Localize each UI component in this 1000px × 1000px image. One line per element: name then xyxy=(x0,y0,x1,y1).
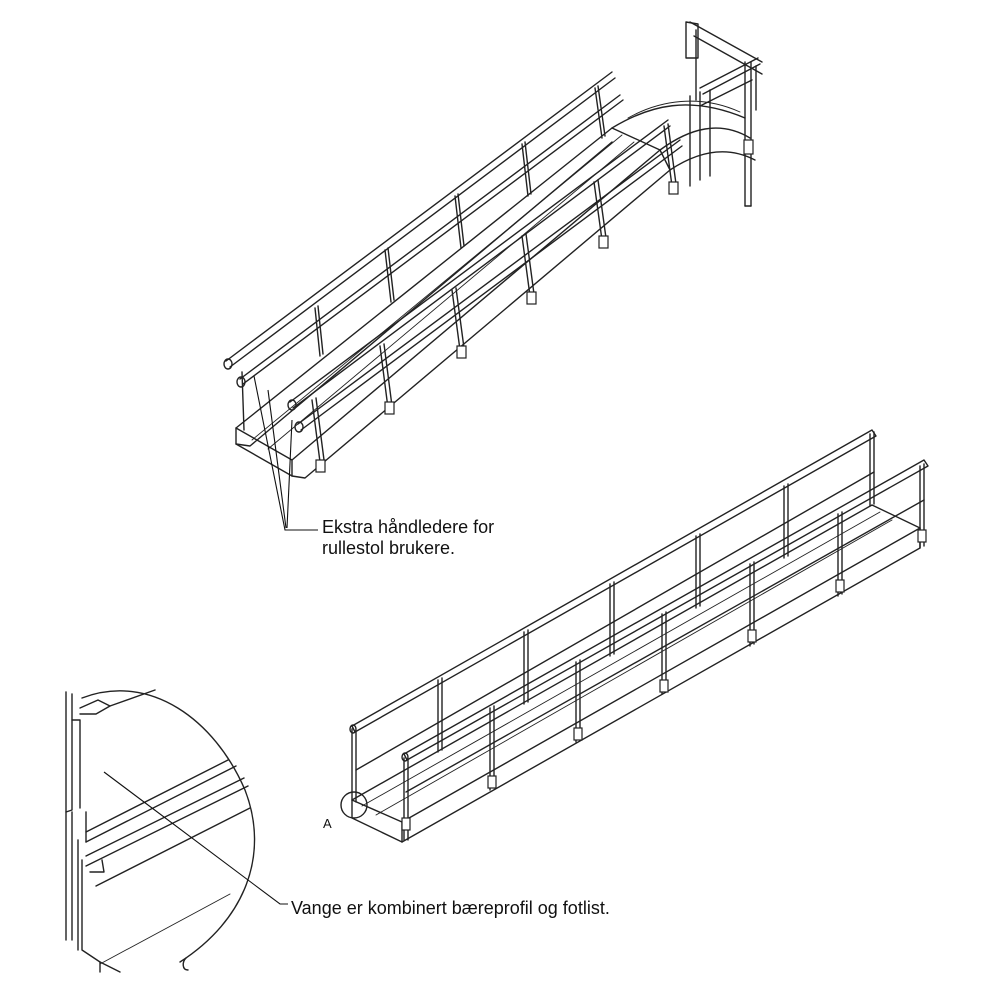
detail-callout-circle xyxy=(340,791,368,819)
sloped-ramp-view xyxy=(223,21,763,531)
walkway-near-railing xyxy=(401,459,929,841)
stringer-note-label: Vange er kombinert bæreprofil og fotlist… xyxy=(291,898,610,918)
detail-a-view xyxy=(65,689,288,973)
detail-reference-label: A xyxy=(323,816,332,831)
ramp-far-posts xyxy=(241,85,606,431)
stringer-leader xyxy=(103,771,288,905)
ramp-outer-handrail xyxy=(223,71,624,388)
detail-deck-plate xyxy=(85,759,251,971)
wheelchair-handrail-label: Ekstra håndledere for rullestol brukere. xyxy=(322,517,494,559)
walkway-far-railing xyxy=(349,429,877,803)
detail-stringer-profile xyxy=(65,689,156,973)
ramp-near-posts xyxy=(311,123,679,473)
ramp-deck xyxy=(235,127,671,479)
wheelchair-handrail-label-line1: Ekstra håndledere for xyxy=(322,517,495,537)
wheelchair-handrail-label-line2: rullestol brukere. xyxy=(322,538,456,558)
handrail-leaders xyxy=(253,375,318,531)
level-walkway-view xyxy=(340,429,929,843)
ramp-platform xyxy=(611,21,763,207)
ramp-inner-handrail xyxy=(287,119,683,433)
